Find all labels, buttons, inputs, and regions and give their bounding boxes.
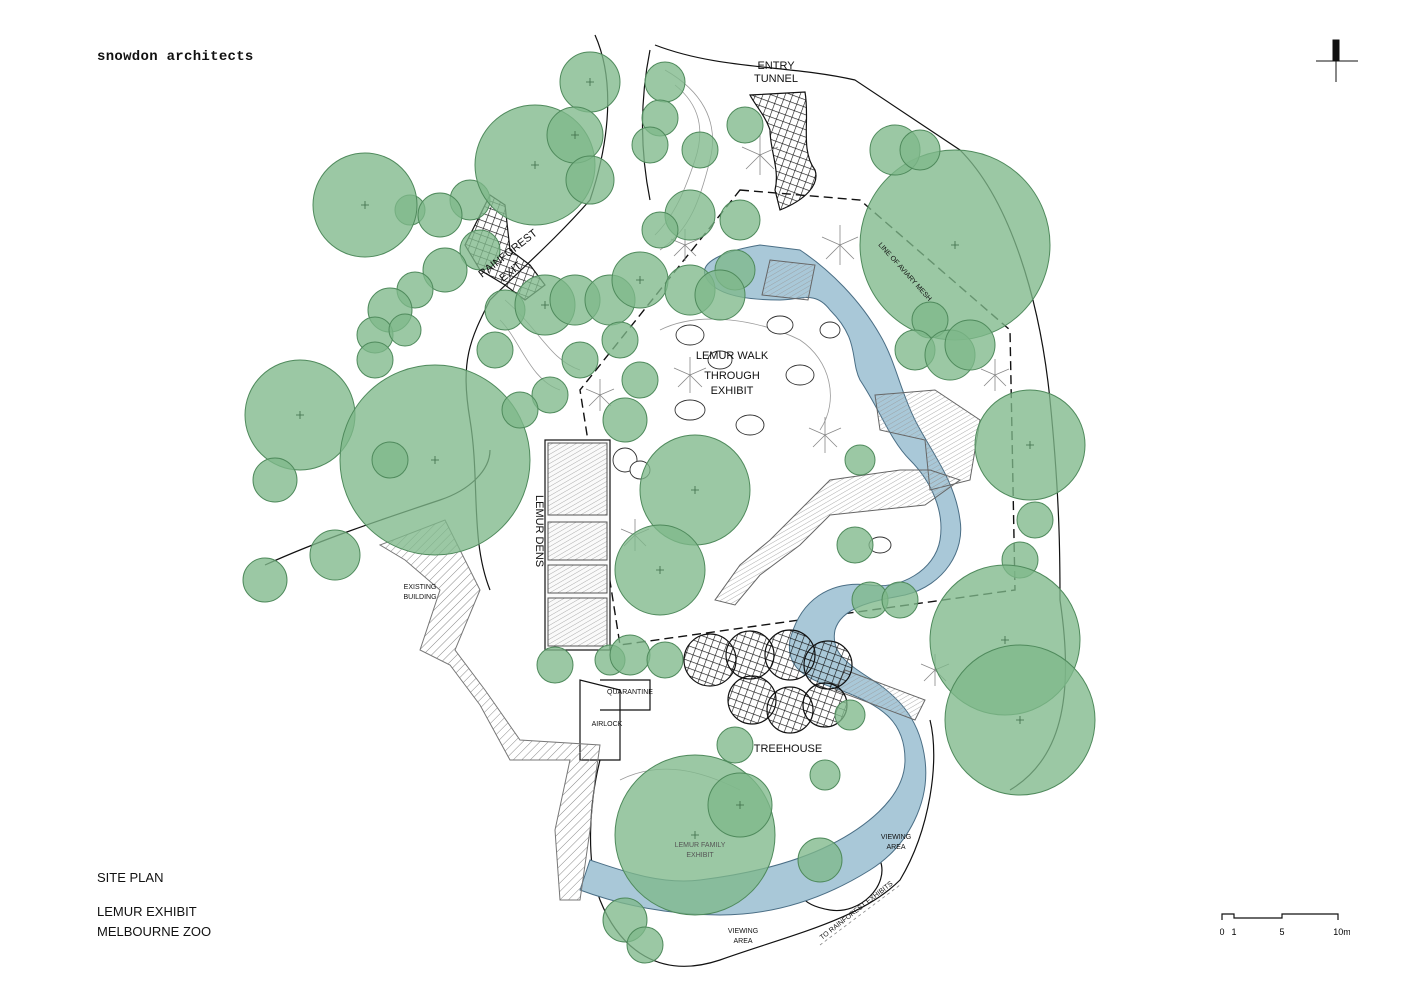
- tree-canopy: [561, 341, 599, 379]
- tree-canopy: [601, 321, 639, 359]
- rocks: [612, 315, 892, 554]
- tree-canopy: [417, 192, 463, 238]
- tree-trunk-mark: [636, 276, 644, 284]
- tree-trunk-mark: [431, 456, 439, 464]
- label-existing-2: BUILDING: [403, 594, 436, 601]
- lemur-dens-building: [544, 439, 611, 651]
- tree-canopy: [797, 837, 843, 883]
- project-name: LEMUR EXHIBIT: [97, 904, 197, 919]
- tree-canopy: [609, 634, 651, 676]
- label-walk-2: THROUGH: [704, 370, 760, 382]
- tree-canopy: [644, 61, 686, 103]
- tree-canopy: [252, 457, 298, 503]
- north-arrow-icon: [1316, 39, 1358, 82]
- tree-trunk-mark: [571, 131, 579, 139]
- tree-trunk-mark: [296, 411, 304, 419]
- to-rainforest-path: [819, 884, 901, 946]
- label-entry-2: TUNNEL: [754, 73, 798, 85]
- label-viewing-right-2: AREA: [886, 844, 905, 851]
- label-viewing-bottom-2: AREA: [733, 938, 752, 945]
- plan-type: SITE PLAN: [97, 870, 164, 885]
- scale-tick-10: 10m: [1333, 927, 1350, 937]
- tree-canopy: [242, 557, 288, 603]
- tree-canopy: [881, 581, 919, 619]
- tree-canopy: [565, 155, 615, 205]
- tree-canopy: [641, 211, 679, 249]
- tree-canopy: [626, 926, 664, 964]
- tree-trunk-mark: [736, 801, 744, 809]
- label-viewing-bottom-1: VIEWING: [728, 928, 758, 935]
- entry-tunnel: [749, 91, 817, 211]
- tree-trunk-mark: [541, 301, 549, 309]
- tree-canopy: [694, 269, 746, 321]
- tree-trunk-mark: [1001, 636, 1009, 644]
- tree-canopy: [809, 759, 841, 791]
- scale-tick-1: 1: [1231, 927, 1236, 937]
- tree-canopy: [631, 126, 669, 164]
- tree-trunk-mark: [586, 78, 594, 86]
- scale-tick-0: 0: [1220, 927, 1225, 937]
- tree-canopies: [242, 51, 1096, 964]
- tree-trunk-mark: [1016, 716, 1024, 724]
- label-walk-1: LEMUR WALK: [696, 350, 769, 362]
- tree-trunk-mark: [691, 486, 699, 494]
- tree-canopy: [602, 397, 648, 443]
- tree-canopy: [388, 313, 422, 347]
- tree-trunk-mark: [361, 201, 369, 209]
- label-lemur-dens: LEMUR DENS: [533, 495, 545, 567]
- label-existing-1: EXISTING: [404, 584, 437, 591]
- label-family-2: EXHIBIT: [686, 852, 714, 859]
- tree-canopy: [531, 376, 569, 414]
- treehouse-pods: [683, 629, 853, 734]
- scale-tick-5: 5: [1279, 927, 1284, 937]
- tree-canopy: [646, 641, 684, 679]
- label-airlock: AIRLOCK: [592, 721, 623, 728]
- label-viewing-right-1: VIEWING: [881, 834, 911, 841]
- tree-canopy: [899, 129, 941, 171]
- tree-trunk-mark: [691, 831, 699, 839]
- tree-canopy: [726, 106, 764, 144]
- tree-canopy: [459, 229, 501, 271]
- tree-trunk-mark: [656, 566, 664, 574]
- tree-canopy: [944, 319, 996, 371]
- label-quarantine: QUARANTINE: [607, 689, 653, 696]
- tree-canopy: [536, 646, 574, 684]
- tree-canopy: [834, 699, 866, 731]
- tree-canopy: [1016, 501, 1054, 539]
- tree-trunk-mark: [531, 161, 539, 169]
- tree-trunk-mark: [1026, 441, 1034, 449]
- boardwalk: [714, 259, 981, 721]
- tree-canopy: [356, 341, 394, 379]
- label-entry-1: ENTRY: [757, 60, 795, 72]
- tree-canopy: [501, 391, 539, 429]
- tree-canopy: [836, 526, 874, 564]
- tree-canopy: [844, 444, 876, 476]
- project-location: MELBOURNE ZOO: [97, 924, 212, 939]
- label-treehouse: TREEHOUSE: [754, 743, 822, 755]
- tree-canopy: [422, 247, 468, 293]
- tree-canopy: [621, 361, 659, 399]
- label-walk-3: EXHIBIT: [711, 385, 754, 397]
- brand-logo-text: snowdon architects: [97, 49, 254, 65]
- tree-canopy: [681, 131, 719, 169]
- scale-bar: 0 1 5 10m: [1220, 913, 1350, 937]
- tree-canopy: [371, 441, 409, 479]
- tree-canopy: [716, 726, 754, 764]
- tree-canopy: [719, 199, 761, 241]
- existing-building: [378, 519, 601, 901]
- tree-canopy: [309, 529, 361, 581]
- tree-trunk-mark: [951, 241, 959, 249]
- tree-canopy: [476, 331, 514, 369]
- label-family-1: LEMUR FAMILY: [675, 842, 726, 849]
